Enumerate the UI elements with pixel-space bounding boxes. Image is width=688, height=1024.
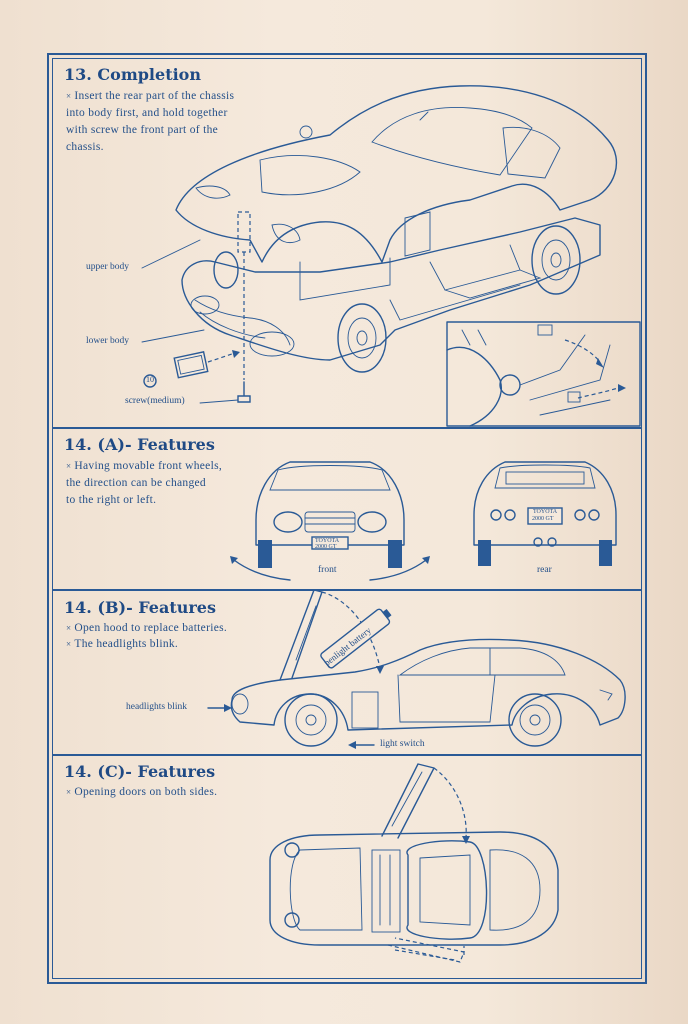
outer-frame	[47, 53, 647, 984]
features-b-text-2: The headlights blink.	[74, 638, 179, 650]
features-b-bullet-2: ×The headlights blink.	[66, 636, 178, 653]
completion-illustration	[141, 85, 641, 427]
part-number-label: 10	[146, 375, 154, 384]
front-rear-illustration	[230, 461, 617, 581]
bullet-mark: ×	[66, 787, 72, 797]
section-divider	[52, 589, 642, 591]
rear-plate-line1: TOYOTA	[533, 509, 558, 515]
features-b-title: 14. (B)- Features	[64, 598, 216, 617]
front-plate-line2: 2000 GT	[315, 544, 337, 550]
bullet-mark: ×	[66, 623, 72, 633]
rear-view-label: rear	[537, 565, 552, 575]
inner-frame	[52, 58, 642, 979]
bullet-mark: ×	[66, 639, 72, 649]
completion-title: 13. Completion	[64, 65, 201, 84]
section-divider	[52, 427, 642, 429]
features-c-title: 14. (C)- Features	[64, 762, 216, 781]
rear-plate-line2: 2000 GT	[532, 516, 554, 522]
features-b-text-1: Open hood to replace batteries.	[74, 622, 228, 634]
features-a-text: Having movable front wheels, the directi…	[66, 460, 223, 506]
light-switch-label: light switch	[380, 739, 425, 749]
features-b-bullet-1: ×Open hood to replace batteries.	[66, 620, 227, 637]
completion-text: Insert the rear part of the chassis into…	[66, 90, 235, 153]
features-a-instruction: ×Having movable front wheels, the direct…	[66, 458, 222, 509]
upper-body-label: upper body	[86, 262, 130, 272]
features-c-text: Opening doors on both sides.	[74, 786, 218, 798]
bullet-mark: ×	[66, 461, 72, 471]
headlights-blink-label: headlights blink	[126, 702, 187, 712]
completion-instruction: ×Insert the rear part of the chassis int…	[66, 88, 234, 156]
front-view-label: front	[318, 565, 337, 575]
features-c-instruction: ×Opening doors on both sides.	[66, 784, 217, 801]
features-a-title: 14. (A)- Features	[64, 435, 215, 454]
bullet-mark: ×	[66, 91, 72, 101]
section-divider	[52, 754, 642, 756]
lower-body-label: lower body	[86, 336, 130, 346]
front-plate-line1: TOYOTA	[315, 538, 340, 544]
side-view-illustration	[207, 589, 626, 749]
top-view-illustration	[269, 763, 559, 963]
screw-label: screw(medium)	[125, 396, 185, 406]
